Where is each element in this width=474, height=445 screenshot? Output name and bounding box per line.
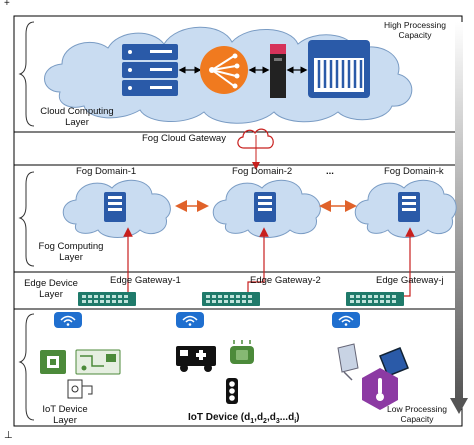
wifi-icon [332, 312, 360, 328]
iot-device-formula: IoT Device (d1,d2,d3...di) [188, 412, 300, 425]
chip-icon [40, 350, 66, 374]
formula-sub-2: 2 [263, 418, 267, 425]
traffic-light-icon [226, 378, 238, 404]
server-stack-icon [122, 44, 178, 96]
edge-gateway-1-switch-icon [78, 292, 136, 306]
edge-gateway-1-label: Edge Gateway-1 [110, 275, 181, 286]
sensor-icon [67, 379, 93, 399]
iot-layer-brace [18, 313, 35, 421]
formula-sep: , [266, 412, 270, 423]
thermometer-icon [362, 368, 398, 410]
formula-sub-3: 3 [275, 418, 280, 425]
wifi-icon [176, 312, 204, 328]
router-icon [200, 46, 248, 94]
edge-gateway-2-label: Edge Gateway-2 [250, 275, 321, 286]
formula-prefix: IoT Device (d [188, 412, 251, 423]
tablet-icon [379, 347, 409, 377]
formula-dots: ... [279, 412, 289, 423]
low-capacity-label: Low Processing Capacity [386, 404, 447, 424]
chip-icon [230, 340, 254, 364]
solar-panel-icon [337, 343, 359, 381]
fog-domain-2-cloud [212, 179, 321, 238]
formula-suffix: ) [296, 412, 300, 423]
corner-mark-bottom: ⊥ [4, 430, 13, 441]
fog-domain-dots: ... [326, 166, 334, 177]
fog-domain-k-cloud [354, 179, 457, 238]
uplink-gateway-j [384, 227, 415, 297]
corner-mark-top: + [4, 0, 10, 9]
ambulance-icon [176, 346, 216, 372]
cloud-layer-brace [18, 21, 35, 127]
fog-domain-k-label: Fog Domain-k [384, 166, 444, 177]
formula-d3: d [269, 412, 276, 423]
fog-server-icon [398, 192, 420, 222]
server-rack-icon [308, 40, 370, 98]
wifi-icon [54, 312, 82, 328]
fog-layer-brace [18, 171, 35, 267]
fog-server-icon [104, 192, 126, 222]
edge-gateway-j-switch-icon [346, 292, 404, 306]
edge-layer-label: Edge Device Layer [24, 278, 78, 300]
formula-sub-1: 1 [250, 418, 255, 425]
uplink-gateway-2 [236, 227, 269, 297]
formula-di: d [288, 412, 295, 423]
iot-layer-label: IoT Device Layer [42, 404, 88, 426]
high-capacity-label: High Processing Capacity [384, 20, 446, 40]
circuit-board-icon [75, 349, 121, 375]
formula-d2: d [256, 412, 264, 423]
formula-sub-i: i [294, 418, 297, 425]
fog-layer-label: Fog Computing Layer [38, 241, 104, 263]
formula-sep: , [254, 412, 257, 423]
fog-cloud-gateway-label: Fog Cloud Gateway [142, 133, 226, 144]
fog-domain-2-label: Fog Domain-2 [232, 166, 293, 177]
firewall-icon [270, 44, 286, 98]
fog-cloud-gateway-icon [237, 128, 274, 170]
fog-server-icon [254, 192, 276, 222]
capacity-gradient-arrow [450, 22, 468, 414]
cloud-layer-label: Cloud Computing Layer [40, 106, 114, 128]
fog-domain-1-label: Fog Domain-1 [76, 166, 137, 177]
fog-domain-1-cloud [62, 179, 171, 238]
edge-gateway-j-label: Edge Gateway-j [376, 275, 444, 286]
edge-gateway-2-switch-icon [202, 292, 260, 306]
